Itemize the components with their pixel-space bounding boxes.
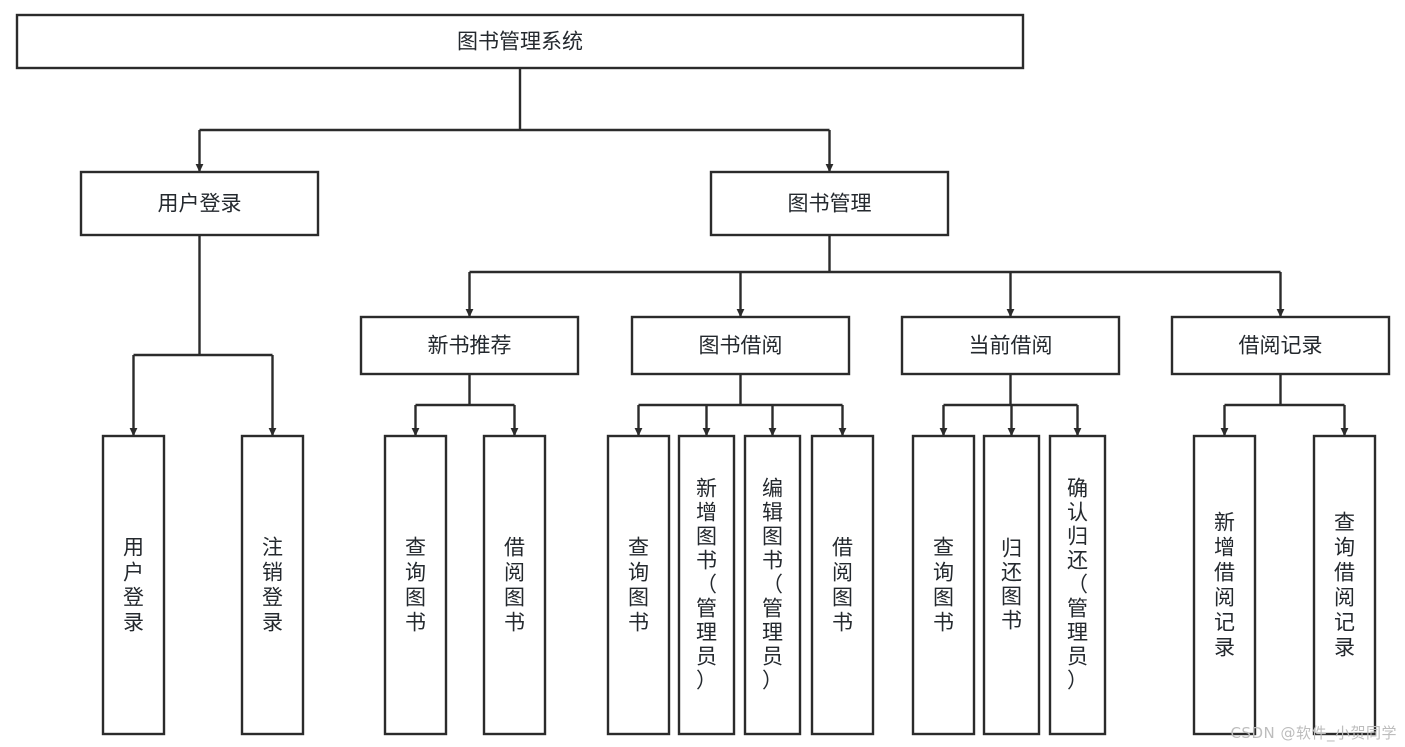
node-user-login[interactable]: 用户登录 <box>79 170 320 237</box>
node-box-leaf-borrow-book-2 <box>810 434 875 736</box>
node-label-user-login: 用户登录 <box>158 192 242 216</box>
node-leaf-add-record[interactable]: 新增借阅记录 <box>1192 434 1257 736</box>
node-current-borrow[interactable]: 当前借阅 <box>900 315 1121 376</box>
node-book-manage[interactable]: 图书管理 <box>709 170 950 237</box>
connector-layer <box>129 68 1349 437</box>
node-leaf-query-record[interactable]: 查询借阅记录 <box>1312 434 1377 736</box>
node-root[interactable]: 图书管理系统 <box>15 13 1025 70</box>
node-label-leaf-add-record: 新增借阅记录 <box>1214 511 1235 660</box>
node-borrow-record[interactable]: 借阅记录 <box>1170 315 1391 376</box>
node-box-leaf-add-record <box>1192 434 1257 736</box>
node-label-leaf-edit-book: 编辑图书（管理员） <box>762 477 783 693</box>
node-leaf-borrow-book-2[interactable]: 借阅图书 <box>810 434 875 736</box>
node-leaf-logout[interactable]: 注销登录 <box>240 434 305 736</box>
node-box-current-borrow <box>900 315 1121 376</box>
node-leaf-query-book-1[interactable]: 查询图书 <box>383 434 448 736</box>
node-label-leaf-logout: 注销登录 <box>262 536 283 635</box>
node-box-user-login <box>79 170 320 237</box>
node-box-leaf-edit-book <box>743 434 802 736</box>
node-leaf-return-book[interactable]: 归还图书 <box>982 434 1041 736</box>
node-box-leaf-query-book-3 <box>911 434 976 736</box>
node-box-leaf-logout <box>240 434 305 736</box>
node-box-leaf-add-book <box>677 434 736 736</box>
node-label-leaf-add-book: 新增图书（管理员） <box>696 477 717 693</box>
node-label-leaf-query-record: 查询借阅记录 <box>1334 511 1355 660</box>
node-box-book-borrow <box>630 315 851 376</box>
node-box-leaf-borrow-book-1 <box>482 434 547 736</box>
node-leaf-add-book[interactable]: 新增图书（管理员） <box>677 434 736 736</box>
node-layer: 图书管理系统用户登录图书管理新书推荐图书借阅当前借阅借阅记录用户登录注销登录查询… <box>15 13 1391 736</box>
node-box-new-book-recommend <box>359 315 580 376</box>
node-label-current-borrow: 当前借阅 <box>969 334 1053 358</box>
node-label-leaf-user-login: 用户登录 <box>123 536 144 635</box>
node-label-leaf-query-book-3: 查询图书 <box>933 536 954 635</box>
node-box-leaf-return-book <box>982 434 1041 736</box>
node-box-leaf-confirm-return <box>1048 434 1107 736</box>
node-box-root <box>15 13 1025 70</box>
node-box-leaf-query-book-2 <box>606 434 671 736</box>
node-leaf-borrow-book-1[interactable]: 借阅图书 <box>482 434 547 736</box>
node-label-leaf-borrow-book-1: 借阅图书 <box>504 536 525 635</box>
node-leaf-query-book-3[interactable]: 查询图书 <box>911 434 976 736</box>
node-box-borrow-record <box>1170 315 1391 376</box>
node-box-leaf-query-book-1 <box>383 434 448 736</box>
node-leaf-edit-book[interactable]: 编辑图书（管理员） <box>743 434 802 736</box>
node-label-leaf-return-book: 归还图书 <box>1001 537 1022 633</box>
node-label-borrow-record: 借阅记录 <box>1239 334 1323 358</box>
node-box-leaf-query-record <box>1312 434 1377 736</box>
node-label-leaf-query-book-2: 查询图书 <box>628 536 649 635</box>
node-box-leaf-user-login <box>101 434 166 736</box>
node-label-book-borrow: 图书借阅 <box>699 334 783 358</box>
node-new-book-recommend[interactable]: 新书推荐 <box>359 315 580 376</box>
node-label-leaf-query-book-1: 查询图书 <box>405 536 426 635</box>
node-book-borrow[interactable]: 图书借阅 <box>630 315 851 376</box>
node-leaf-confirm-return[interactable]: 确认归还（管理员） <box>1048 434 1107 736</box>
node-leaf-query-book-2[interactable]: 查询图书 <box>606 434 671 736</box>
node-label-leaf-confirm-return: 确认归还（管理员） <box>1067 477 1088 693</box>
node-box-book-manage <box>709 170 950 237</box>
node-label-new-book-recommend: 新书推荐 <box>428 334 512 358</box>
node-label-book-manage: 图书管理 <box>788 192 872 216</box>
node-label-leaf-borrow-book-2: 借阅图书 <box>832 536 853 635</box>
node-label-root: 图书管理系统 <box>457 30 583 54</box>
node-leaf-user-login[interactable]: 用户登录 <box>101 434 166 736</box>
